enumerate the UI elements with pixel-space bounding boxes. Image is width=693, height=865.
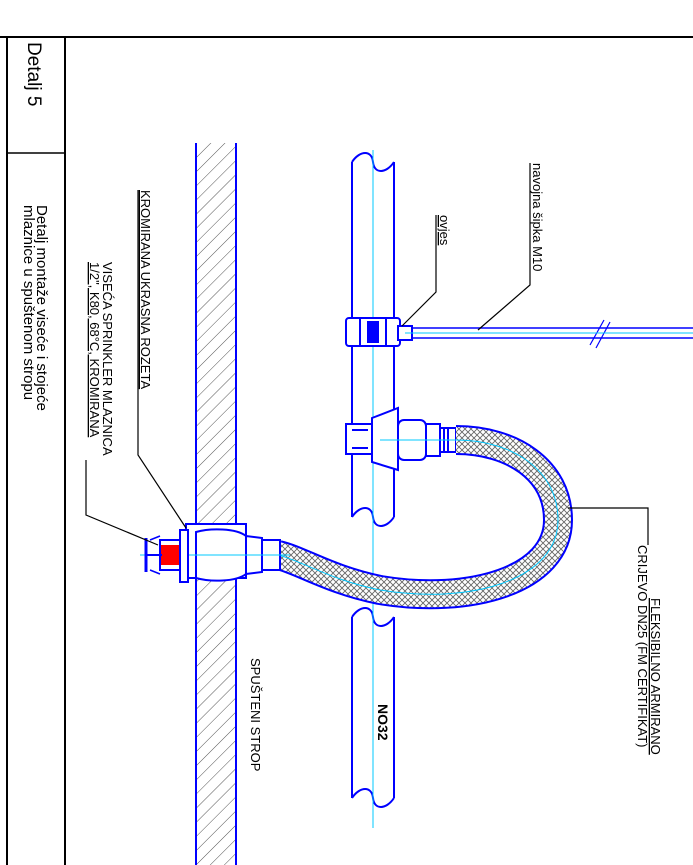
leader-lines [85,163,649,546]
label-ovjes: ovjes [437,215,452,246]
threaded-rod [412,319,693,349]
label-sprinkler-line2: 1/2", K80, 68°C, KROMIRANA [87,262,102,438]
label-spusteni-strop: SPUŠTENI STROP [248,658,263,771]
label-pipe-size: NO32 [375,704,391,741]
detail-number: Detalj 5 [23,42,44,106]
hose-end-fitting [185,523,281,582]
suspended-ceiling [195,143,237,865]
detail-description-line1: Detalj montaže viseće i stojeće [33,205,50,411]
detail-description-line2: mlaznice u spuštenom stropu [20,205,37,400]
tee-fitting [345,406,457,472]
title-block [0,36,693,865]
label-fleksibilno-line1: FLEKSIBILNO ARMIRANO [648,598,663,755]
label-sprinkler-line1: VISEĆA SPRINKLER MLAZNICA [100,262,115,456]
label-navojna-sipka: navojna šipka M10 [530,163,545,271]
label-fleksibilno-line2: CRIJEVO DN25 (FM CERTIFIKAT) [635,545,650,747]
sprinkler-head [144,529,189,583]
label-kromirana-rozeta: KROMIRANA UKRASNA ROZETA [138,190,153,389]
pipe-hanger [345,317,413,347]
flexible-hose [274,425,574,610]
